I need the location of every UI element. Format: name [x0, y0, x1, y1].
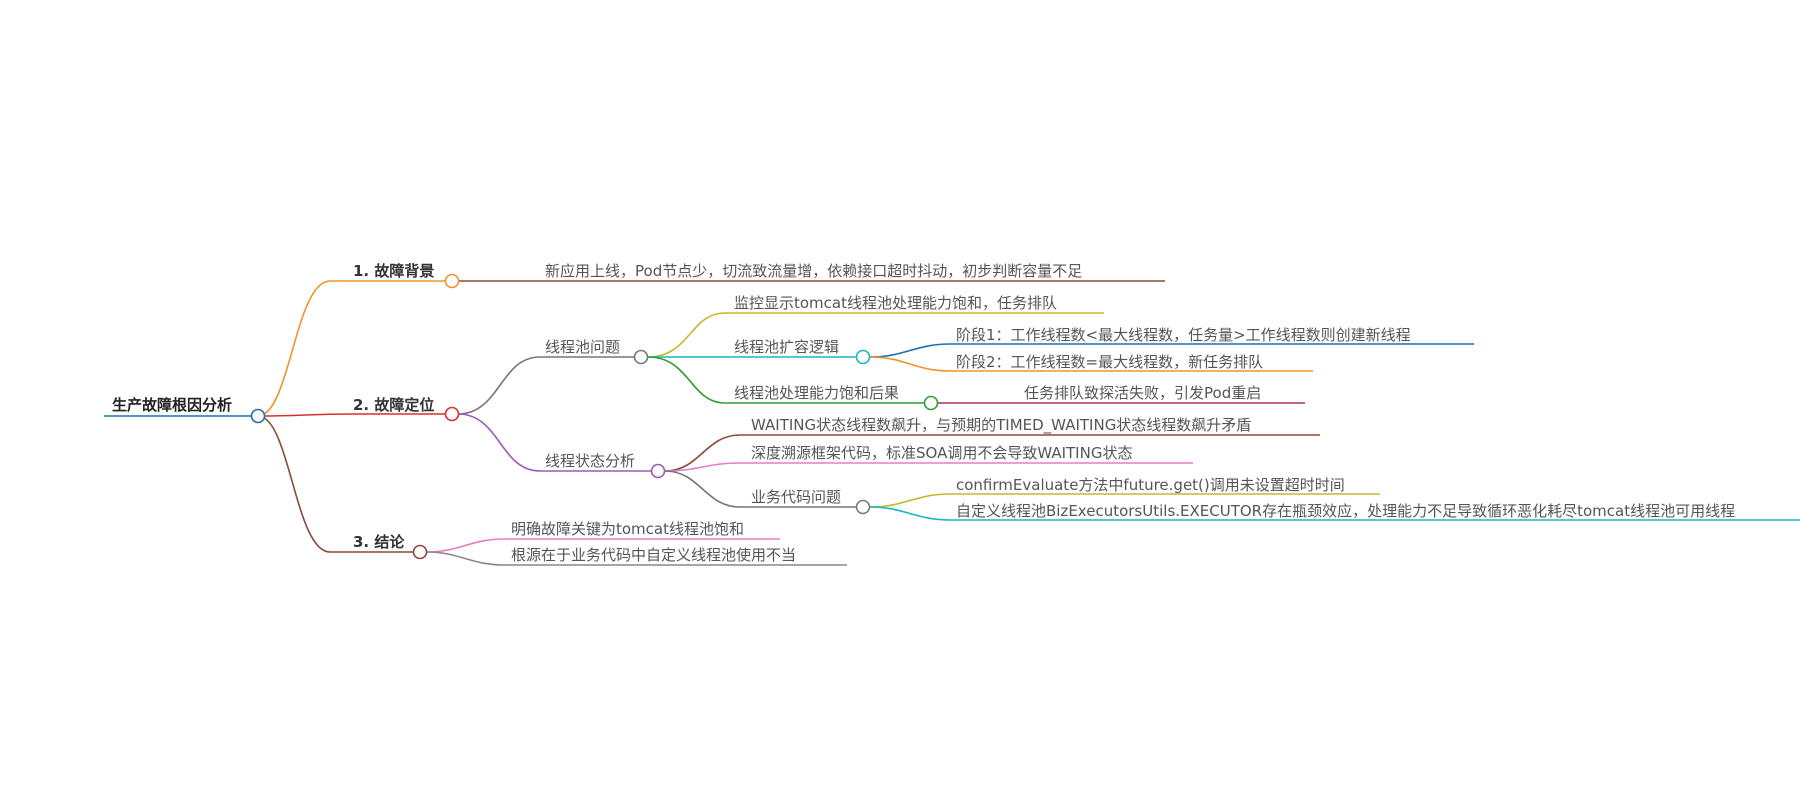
node-ts-biz[interactable]: 业务代码问题: [751, 488, 841, 506]
edge-biz-leaf2: [869, 506, 1800, 521]
leaf-ts-waiting[interactable]: WAITING状态线程数飙升，与预期的TIMED_WAITING状态线程数飙升矛…: [751, 416, 1251, 435]
edge-biz-leaf1: [869, 493, 1380, 508]
connectors: [104, 280, 1800, 566]
root-collapse-toggle[interactable]: [250, 408, 266, 424]
biz-collapse-toggle[interactable]: [855, 499, 871, 515]
conclusion-collapse-toggle[interactable]: [412, 544, 428, 560]
leaf-conclusion-2[interactable]: 根源在于业务代码中自定义线程池使用不当: [511, 546, 796, 564]
node-threadstate[interactable]: 线程状态分析: [545, 452, 635, 470]
leaf-background[interactable]: 新应用上线，Pod节点少，切流致流量增，依赖接口超时抖动，初步判断容量不足: [545, 262, 1082, 280]
edge-expand-stage2: [869, 356, 1313, 372]
edge-ts-trace: [664, 462, 1193, 472]
edge-root-locate: [257, 413, 446, 417]
leaf-expand-stage1[interactable]: 阶段1：工作线程数<最大线程数，任务量>工作线程数则创建新线程: [956, 326, 1411, 344]
node-locate[interactable]: 2. 故障定位: [353, 396, 434, 414]
node-tp-expand[interactable]: 线程池扩容逻辑: [734, 338, 839, 356]
leaf-saturate[interactable]: 任务排队致探活失败，引发Pod重启: [1024, 384, 1261, 402]
edge-tp-saturate: [647, 356, 924, 404]
root-node-label[interactable]: 生产故障根因分析: [112, 396, 232, 414]
background-collapse-toggle[interactable]: [444, 273, 460, 289]
edge-expand-stage1: [869, 343, 1474, 358]
leaf-biz-1[interactable]: confirmEvaluate方法中future.get()调用未设置超时时间: [956, 476, 1345, 494]
edge-root-background: [257, 280, 445, 417]
edge-locate-threadstate: [457, 413, 651, 472]
edge-locate-threadpool: [457, 356, 634, 415]
leaf-ts-trace[interactable]: 深度溯源框架代码，标准SOA调用不会导致WAITING状态: [751, 444, 1132, 462]
collapse-handles: [250, 273, 939, 560]
node-conclusion[interactable]: 3. 结论: [353, 533, 405, 551]
edge-conclusion-leaf2: [426, 551, 847, 566]
node-tp-saturate[interactable]: 线程池处理能力饱和后果: [734, 384, 899, 402]
leaf-tp-monitor[interactable]: 监控显示tomcat线程池处理能力饱和，任务排队: [734, 294, 1057, 312]
edge-root-conclusion: [257, 415, 413, 553]
edge-ts-waiting: [664, 434, 1320, 472]
locate-collapse-toggle[interactable]: [444, 406, 460, 422]
edge-tp-monitor: [647, 312, 1104, 358]
node-background[interactable]: 1. 故障背景: [353, 262, 434, 280]
leaf-conclusion-1[interactable]: 明确故障关键为tomcat线程池饱和: [511, 520, 744, 538]
leaf-biz-2[interactable]: 自定义线程池BizExecutorsUtils.EXECUTOR存在瓶颈效应，处…: [956, 502, 1735, 520]
expand-collapse-toggle[interactable]: [855, 349, 871, 365]
threadstate-collapse-toggle[interactable]: [650, 463, 666, 479]
node-labels: 生产故障根因分析 1. 故障背景 新应用上线，Pod节点少，切流致流量增，依赖接…: [112, 262, 1735, 564]
leaf-expand-stage2[interactable]: 阶段2：工作线程数=最大线程数，新任务排队: [956, 353, 1263, 371]
threadpool-collapse-toggle[interactable]: [633, 349, 649, 365]
edge-conclusion-leaf1: [426, 538, 780, 553]
saturate-collapse-toggle[interactable]: [923, 395, 939, 411]
node-threadpool[interactable]: 线程池问题: [545, 338, 620, 356]
edge-ts-biz: [664, 470, 856, 508]
